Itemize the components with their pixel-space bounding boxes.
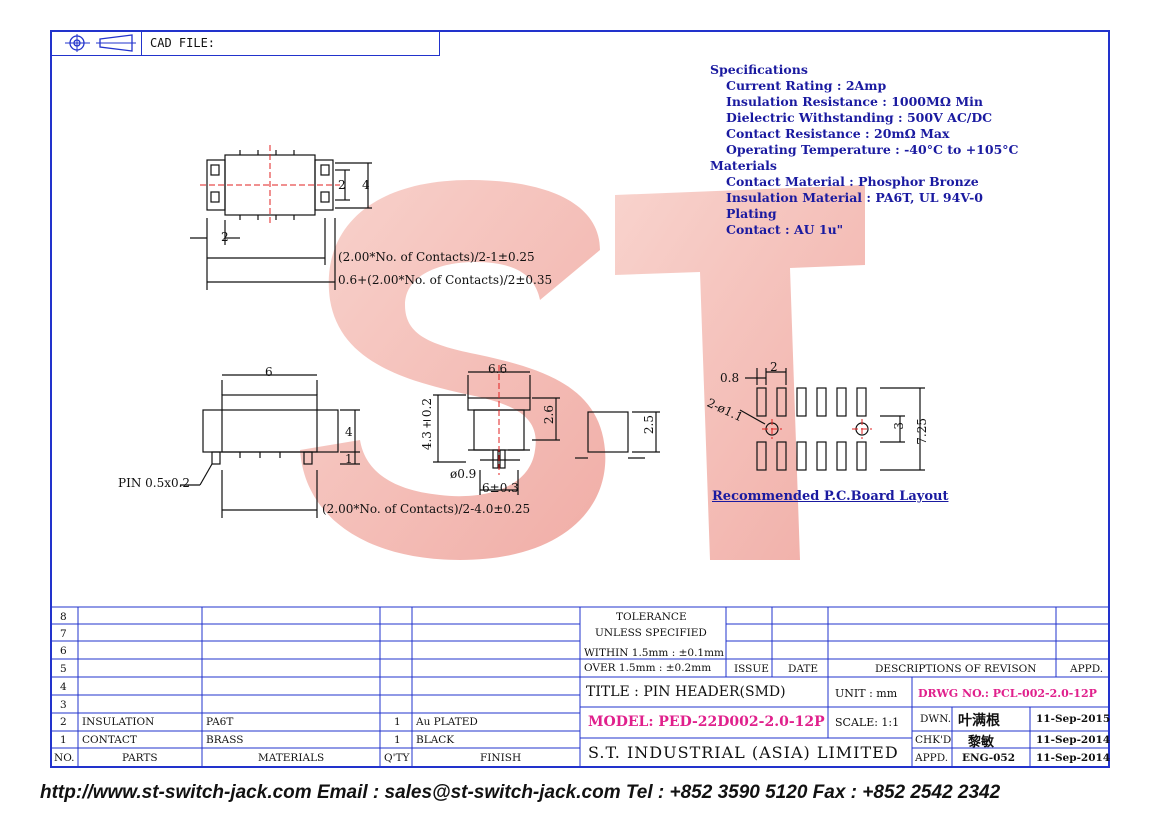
spec-item: Dielectric Withstanding : 500V AC/DC <box>726 110 993 125</box>
part-finish: BLACK <box>416 734 455 746</box>
chk-name: 黎敏 <box>968 735 995 750</box>
dim-end-09: ø0.9 <box>450 467 477 481</box>
part-qty: 1 <box>394 716 401 728</box>
dim-top-2: 2 <box>338 178 346 192</box>
dim-side-6: 6 <box>265 365 273 379</box>
dim-formula-2: 0.6+(2.00*No. of Contacts)/2±0.35 <box>338 273 553 287</box>
dim-end-66: 6.6 <box>488 362 508 376</box>
dim-top-2b: 2 <box>221 230 229 244</box>
row-number: 2 <box>60 716 67 728</box>
pin-label: PIN 0.5x0.2 <box>118 476 191 490</box>
header-qty: Q'TY <box>384 752 410 764</box>
tolerance-subtitle: UNLESS SPECIFIED <box>595 627 707 639</box>
row-number: 3 <box>60 699 67 711</box>
specifications-block: Specifications Current Rating : 2Amp Ins… <box>710 62 1018 238</box>
company-name: S.T. INDUSTRIAL (ASIA) LIMITED <box>588 743 899 762</box>
appd-label: APPD. <box>915 752 949 764</box>
header-finish: FINISH <box>480 752 522 764</box>
part-qty: 1 <box>394 734 401 746</box>
spec-item: Operating Temperature : -40°C to +105°C <box>726 142 1019 157</box>
dim-formula-3: (2.00*No. of Contacts)/2-4.0±0.25 <box>322 502 531 516</box>
material-item: Contact : AU 1u" <box>726 222 844 237</box>
dim-formula-1: (2.00*No. of Contacts)/2-1±0.25 <box>338 250 535 264</box>
part-name: CONTACT <box>82 734 137 746</box>
part-finish: Au PLATED <box>416 716 478 728</box>
contact-footer: http://www.st-switch-jack.com Email : sa… <box>40 782 1001 803</box>
part-name: INSULATION <box>82 716 155 728</box>
pcb-layout-caption: Recommended P.C.Board Layout <box>712 489 949 504</box>
row-number: 1 <box>60 734 67 746</box>
header-parts: PARTS <box>122 752 158 764</box>
materials-heading: Materials <box>710 158 777 173</box>
appd-name: ENG-052 <box>962 752 1016 764</box>
row-number: 8 <box>60 611 67 623</box>
row-number: 5 <box>60 663 67 675</box>
spec-item: Contact Resistance : 20mΩ Max <box>726 126 950 141</box>
cad-file-box <box>50 30 440 56</box>
drawing-number: DRWG NO.: PCL-002-2.0-12P <box>918 687 1097 700</box>
dim-end-6: 6±0.3 <box>482 481 519 495</box>
dwn-name: 叶满根 <box>958 713 1000 729</box>
dwn-label: DWN. <box>920 713 952 725</box>
projection-symbol-icon <box>65 34 136 52</box>
chk-label: CHK'D <box>915 734 952 746</box>
unit-label: UNIT : mm <box>835 687 898 700</box>
row-number: 7 <box>60 628 67 640</box>
model-number: MODEL: PED-22D002-2.0-12P <box>588 714 825 730</box>
dim-side-4: 4 <box>345 425 353 439</box>
spec-item: Insulation Resistance : 1000MΩ Min <box>726 94 983 109</box>
drawing-title: TITLE : PIN HEADER(SMD) <box>586 684 786 700</box>
row-number: 6 <box>60 645 67 657</box>
revision-desc: DESCRIPTIONS OF REVISON <box>875 663 1037 675</box>
dwn-date: 11-Sep-2015 <box>1036 713 1111 725</box>
dim-pcb-2: 2 <box>770 360 778 374</box>
material-item: Insulation Material : PA6T, UL 94V-0 <box>726 190 984 205</box>
dim-top-4: 4 <box>362 178 370 192</box>
revision-issue: ISSUE <box>734 663 769 675</box>
specs-heading: Specifications <box>710 62 808 77</box>
revision-appd: APPD. <box>1070 663 1104 675</box>
tolerance-over: OVER 1.5mm : ±0.2mm <box>584 662 712 674</box>
chk-date: 11-Sep-2014 <box>1036 734 1111 746</box>
dim-pcb-08: 0.8 <box>720 371 740 385</box>
row-number: 4 <box>60 681 67 693</box>
tolerance-within: WITHIN 1.5mm : ±0.1mm <box>584 647 725 659</box>
scale-label: SCALE: 1:1 <box>835 716 900 729</box>
material-item: Contact Material : Phosphor Bronze <box>726 174 979 189</box>
appd-date: 11-Sep-2014 <box>1036 752 1111 764</box>
dim-side-1: 1 <box>345 452 353 466</box>
part-material: PA6T <box>206 716 234 728</box>
material-item: Plating <box>726 206 777 221</box>
header-materials: MATERIALS <box>258 752 325 764</box>
part-material: BRASS <box>206 734 244 746</box>
cad-file-label: CAD FILE: <box>150 36 216 50</box>
header-no: NO. <box>54 752 75 764</box>
tolerance-title: TOLERANCE <box>616 611 687 623</box>
revision-date: DATE <box>788 663 819 675</box>
projection-symbol-box <box>50 30 142 56</box>
spec-item: Current Rating : 2Amp <box>726 78 887 93</box>
